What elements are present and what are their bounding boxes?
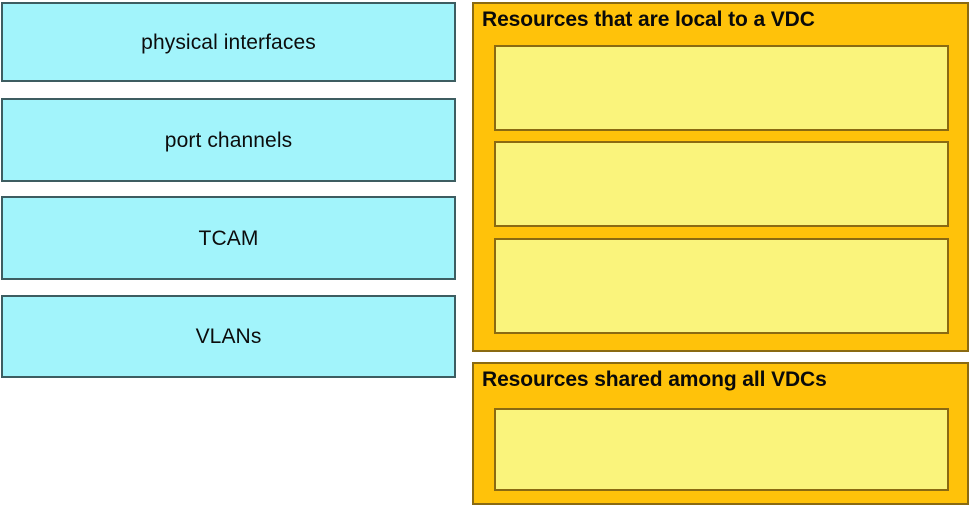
source-item-label: physical interfaces: [141, 30, 316, 54]
source-item-physical-interfaces[interactable]: physical interfaces: [1, 2, 456, 82]
drop-slot[interactable]: [494, 238, 949, 334]
drop-slot[interactable]: [494, 141, 949, 227]
source-item-label: port channels: [164, 128, 293, 152]
drop-slot[interactable]: [494, 408, 949, 491]
source-item-list: physical interfaces port channels TCAM V…: [0, 0, 460, 510]
target-panel-shared-among-vdcs: Resources shared among all VDCs: [472, 362, 969, 505]
source-item-port-channels[interactable]: port channels: [1, 98, 456, 182]
drop-slot[interactable]: [494, 45, 949, 131]
target-panel-title: Resources that are local to a VDC: [482, 8, 815, 31]
source-item-label: VLANs: [195, 325, 262, 348]
target-panel-local-to-vdc: Resources that are local to a VDC: [472, 2, 969, 352]
source-item-label: TCAM: [198, 226, 259, 250]
source-item-tcam[interactable]: TCAM: [1, 196, 456, 280]
source-item-vlans[interactable]: VLANs: [1, 295, 456, 378]
target-panel-title: Resources shared among all VDCs: [482, 368, 827, 391]
